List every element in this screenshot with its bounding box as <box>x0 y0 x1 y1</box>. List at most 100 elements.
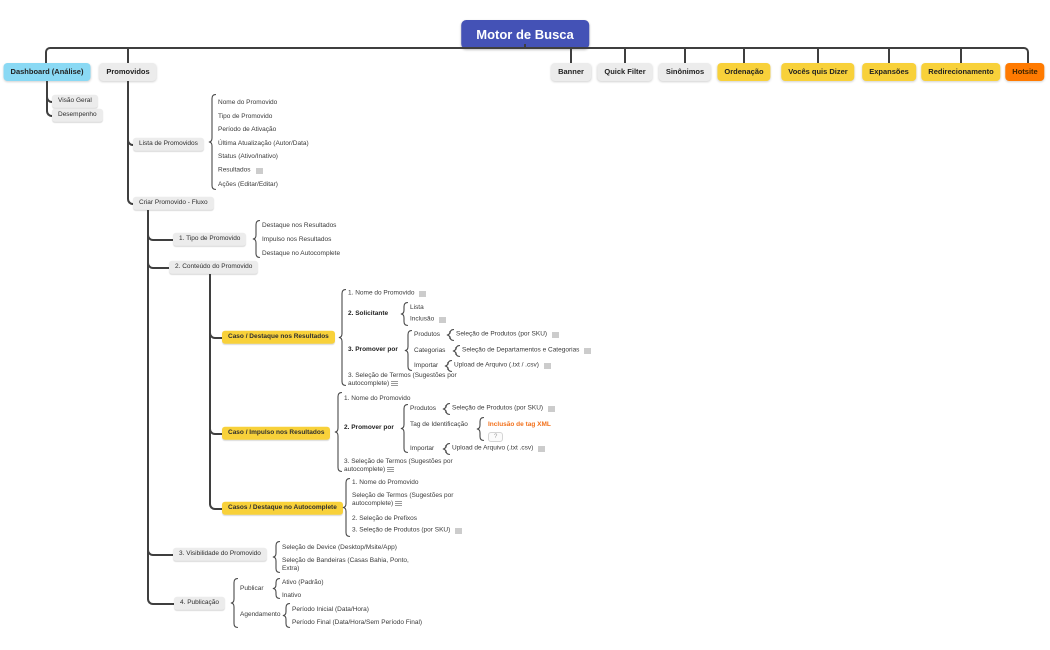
node-publicacao[interactable]: 4. Publicação <box>174 596 226 610</box>
leaf-caso1-lista[interactable]: Lista <box>410 303 424 311</box>
brace <box>446 329 455 341</box>
leaf-destaque-no-autocomplete[interactable]: Destaque no Autocomplete <box>262 249 341 257</box>
node-lista-de-promovidos[interactable]: Lista de Promovidos <box>133 137 204 151</box>
brace <box>476 417 485 441</box>
note-icon[interactable] <box>552 332 560 339</box>
leaf-status[interactable]: Status (Ativo/Inativo) <box>218 152 278 160</box>
node-voces-quis-dizer[interactable]: Vocês quis Dizer <box>781 63 855 81</box>
brace <box>444 360 453 372</box>
leaf-selecao-de-bandeiras[interactable]: Seleção de Bandeiras (Casas Bahia, Ponto… <box>282 557 409 573</box>
leaf-caso3-selecao-termos[interactable]: Seleção de Termos (Sugestões por autocom… <box>352 492 454 508</box>
leaf-caso2-importar[interactable]: Importar <box>410 444 435 452</box>
node-banner[interactable]: Banner <box>551 63 591 81</box>
note-icon[interactable] <box>548 406 556 413</box>
node-sinonimos[interactable]: Sinônimos <box>658 63 712 81</box>
node-criar-promovido-fluxo[interactable]: Criar Promovido - Fluxo <box>133 196 214 210</box>
leaf-impulso-nos-resultados[interactable]: Impulso nos Resultados <box>262 235 332 243</box>
note-icon[interactable] <box>538 446 546 453</box>
connector-elbow <box>127 137 136 146</box>
connector-line <box>888 47 890 63</box>
node-ordenacao[interactable]: Ordenação <box>717 63 771 81</box>
leaf-acoes[interactable]: Ações (Editar/Editar) <box>218 180 278 188</box>
node-desempenho[interactable]: Desempenho <box>52 108 103 122</box>
node-conteudo-do-promovido[interactable]: 2. Conteúdo do Promovido <box>169 260 259 274</box>
leaf-ativo-padrao[interactable]: Ativo (Padrão) <box>282 578 324 586</box>
connector-line <box>684 47 686 63</box>
node-caso-impulso-nos-resultados[interactable]: Caso / Impulso nos Resultados <box>222 426 331 440</box>
leaf-caso1-selecao-produtos-sku[interactable]: Seleção de Produtos (por SKU) <box>456 331 560 339</box>
leaf-caso1-upload-arquivo[interactable]: Upload de Arquivo (.txt / .csv) <box>454 362 551 370</box>
leaf-periodo-final[interactable]: Período Final (Data/Hora/Sem Período Fin… <box>292 618 423 626</box>
node-casos-destaque-no-autocomplete[interactable]: Casos / Destaque no Autocomplete <box>222 501 343 515</box>
note-icon[interactable] <box>391 380 399 387</box>
node-dashboard-analise[interactable]: Dashboard (Análise) <box>3 63 91 81</box>
leaf-caso2-upload-arquivo[interactable]: Upload de Arquivo (.txt .csv) <box>452 445 546 453</box>
brace <box>442 443 451 455</box>
leaf-agendamento[interactable]: Agendamento <box>240 610 281 618</box>
connector-line <box>147 210 149 598</box>
brace <box>452 345 461 357</box>
node-quick-filter[interactable]: Quick Filter <box>597 63 653 81</box>
leaf-resultados[interactable]: Resultados <box>218 167 263 175</box>
node-hotsite[interactable]: Hotsite <box>1005 63 1045 81</box>
connector-line <box>524 44 526 48</box>
connector-line <box>570 47 572 63</box>
leaf-caso2-inclusao-tag-xml[interactable]: Inclusão de tag XML <box>488 420 551 428</box>
node-tipo-de-promovido[interactable]: 1. Tipo de Promovido <box>173 232 247 246</box>
leaf-caso1-promover-por[interactable]: 3. Promover por <box>348 345 398 353</box>
leaf-caso2-produtos[interactable]: Produtos <box>410 404 437 412</box>
leaf-caso2-tag-identificacao[interactable]: Tag de Identificação <box>410 420 468 428</box>
leaf-caso1-produtos[interactable]: Produtos <box>414 330 441 338</box>
leaf-publicar[interactable]: Publicar <box>240 584 264 592</box>
note-icon[interactable] <box>455 528 463 535</box>
node-redirecionamento[interactable]: Redirecionamento <box>921 63 1001 81</box>
brace <box>272 578 281 599</box>
leaf-caso1-solicitante[interactable]: 2. Solicitante <box>348 309 389 317</box>
leaf-tipo-de-promovido[interactable]: Tipo de Promovido <box>218 112 273 120</box>
leaf-nome-do-promovido[interactable]: Nome do Promovido <box>218 98 278 106</box>
leaf-periodo-de-ativacao[interactable]: Período de Ativação <box>218 125 277 133</box>
brace <box>400 404 409 453</box>
note-icon[interactable] <box>395 500 403 507</box>
brace <box>442 403 451 415</box>
leaf-caso3-selecao-prefixos[interactable]: 2. Seleção de Prefixos <box>352 514 418 522</box>
leaf-caso2-selecao-produtos-sku[interactable]: Seleção de Produtos (por SKU) <box>452 405 556 413</box>
leaf-caso3-nome[interactable]: 1. Nome do Promovido <box>352 478 419 486</box>
note-icon[interactable] <box>387 466 395 473</box>
connector-rail <box>45 47 1029 64</box>
connector-elbow <box>127 196 136 205</box>
connector-line <box>209 274 211 503</box>
node-caso-destaque-nos-resultados[interactable]: Caso / Destaque nos Resultados <box>222 330 335 344</box>
leaf-ultima-atualizacao[interactable]: Última Atualização (Autor/Data) <box>218 139 309 147</box>
leaf-selecao-de-device[interactable]: Seleção de Device (Desktop/Msite/App) <box>282 543 397 551</box>
leaf-caso1-selecao-departamentos[interactable]: Seleção de Departamentos e Categorias <box>462 347 592 355</box>
leaf-caso2-promover-por[interactable]: 2. Promover por <box>344 423 394 431</box>
leaf-caso3-selecao-produtos-sku[interactable]: 3. Seleção de Produtos (por SKU) <box>352 527 463 535</box>
note-icon[interactable] <box>543 363 551 370</box>
leaf-caso1-nome[interactable]: 1. Nome do Promovido <box>348 290 427 298</box>
question-badge[interactable]: ? <box>488 432 504 442</box>
connector-elbow <box>209 501 224 510</box>
node-promovidos[interactable]: Promovidos <box>99 63 157 81</box>
note-icon[interactable] <box>439 317 447 324</box>
leaf-periodo-inicial[interactable]: Período Inicial (Data/Hora) <box>292 605 369 613</box>
leaf-destaque-nos-resultados[interactable]: Destaque nos Resultados <box>262 221 337 229</box>
note-icon[interactable] <box>584 348 592 355</box>
connector-elbow <box>147 596 176 605</box>
note-icon[interactable] <box>255 168 263 175</box>
leaf-caso1-selecao-termos[interactable]: 3. Seleção de Termos (Sugestões por auto… <box>348 372 457 388</box>
node-expansoes[interactable]: Expansões <box>862 63 916 81</box>
leaf-caso1-categorias[interactable]: Categorias <box>414 346 446 354</box>
connector-line <box>817 47 819 63</box>
leaf-inativo[interactable]: Inativo <box>282 591 302 599</box>
node-visibilidade-do-promovido[interactable]: 3. Visibilidade do Promovido <box>173 547 267 561</box>
leaf-caso2-selecao-termos[interactable]: 3. Seleção de Termos (Sugestões por auto… <box>344 458 453 474</box>
note-icon[interactable] <box>419 291 427 298</box>
brace <box>404 330 413 371</box>
leaf-caso2-nome[interactable]: 1. Nome do Promovido <box>344 394 411 402</box>
leaf-caso1-inclusao[interactable]: Inclusão <box>410 316 447 324</box>
connector-line <box>127 47 129 63</box>
leaf-caso1-importar[interactable]: Importar <box>414 361 439 369</box>
node-visao-geral[interactable]: Visão Geral <box>52 94 98 108</box>
